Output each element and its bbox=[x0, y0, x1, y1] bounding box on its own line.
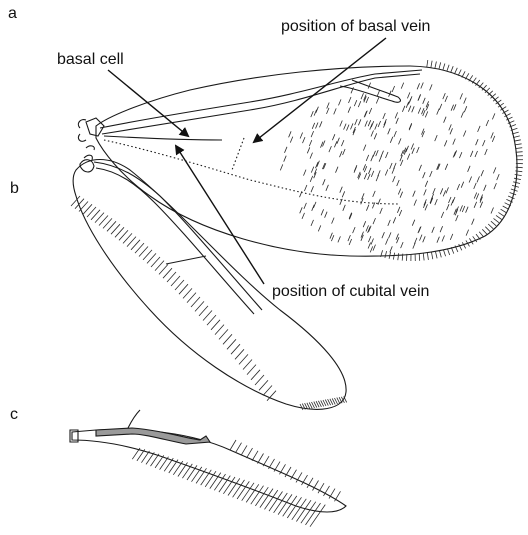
wing-a-outline bbox=[96, 66, 517, 256]
wing-a-basal-vein bbox=[232, 138, 244, 170]
wing-b-vein bbox=[94, 162, 262, 310]
wing-b-fringe bbox=[71, 196, 347, 410]
wing-a-base bbox=[78, 118, 104, 141]
wing-b-outline bbox=[73, 160, 346, 410]
arrow-cubital-vein bbox=[176, 146, 264, 284]
wing-c bbox=[70, 410, 346, 512]
wing-a-fringe bbox=[381, 60, 523, 261]
wing-c-vein bbox=[96, 428, 210, 444]
wing-a bbox=[78, 66, 517, 256]
wing-b bbox=[73, 160, 346, 410]
wing-a-setae bbox=[280, 83, 499, 253]
